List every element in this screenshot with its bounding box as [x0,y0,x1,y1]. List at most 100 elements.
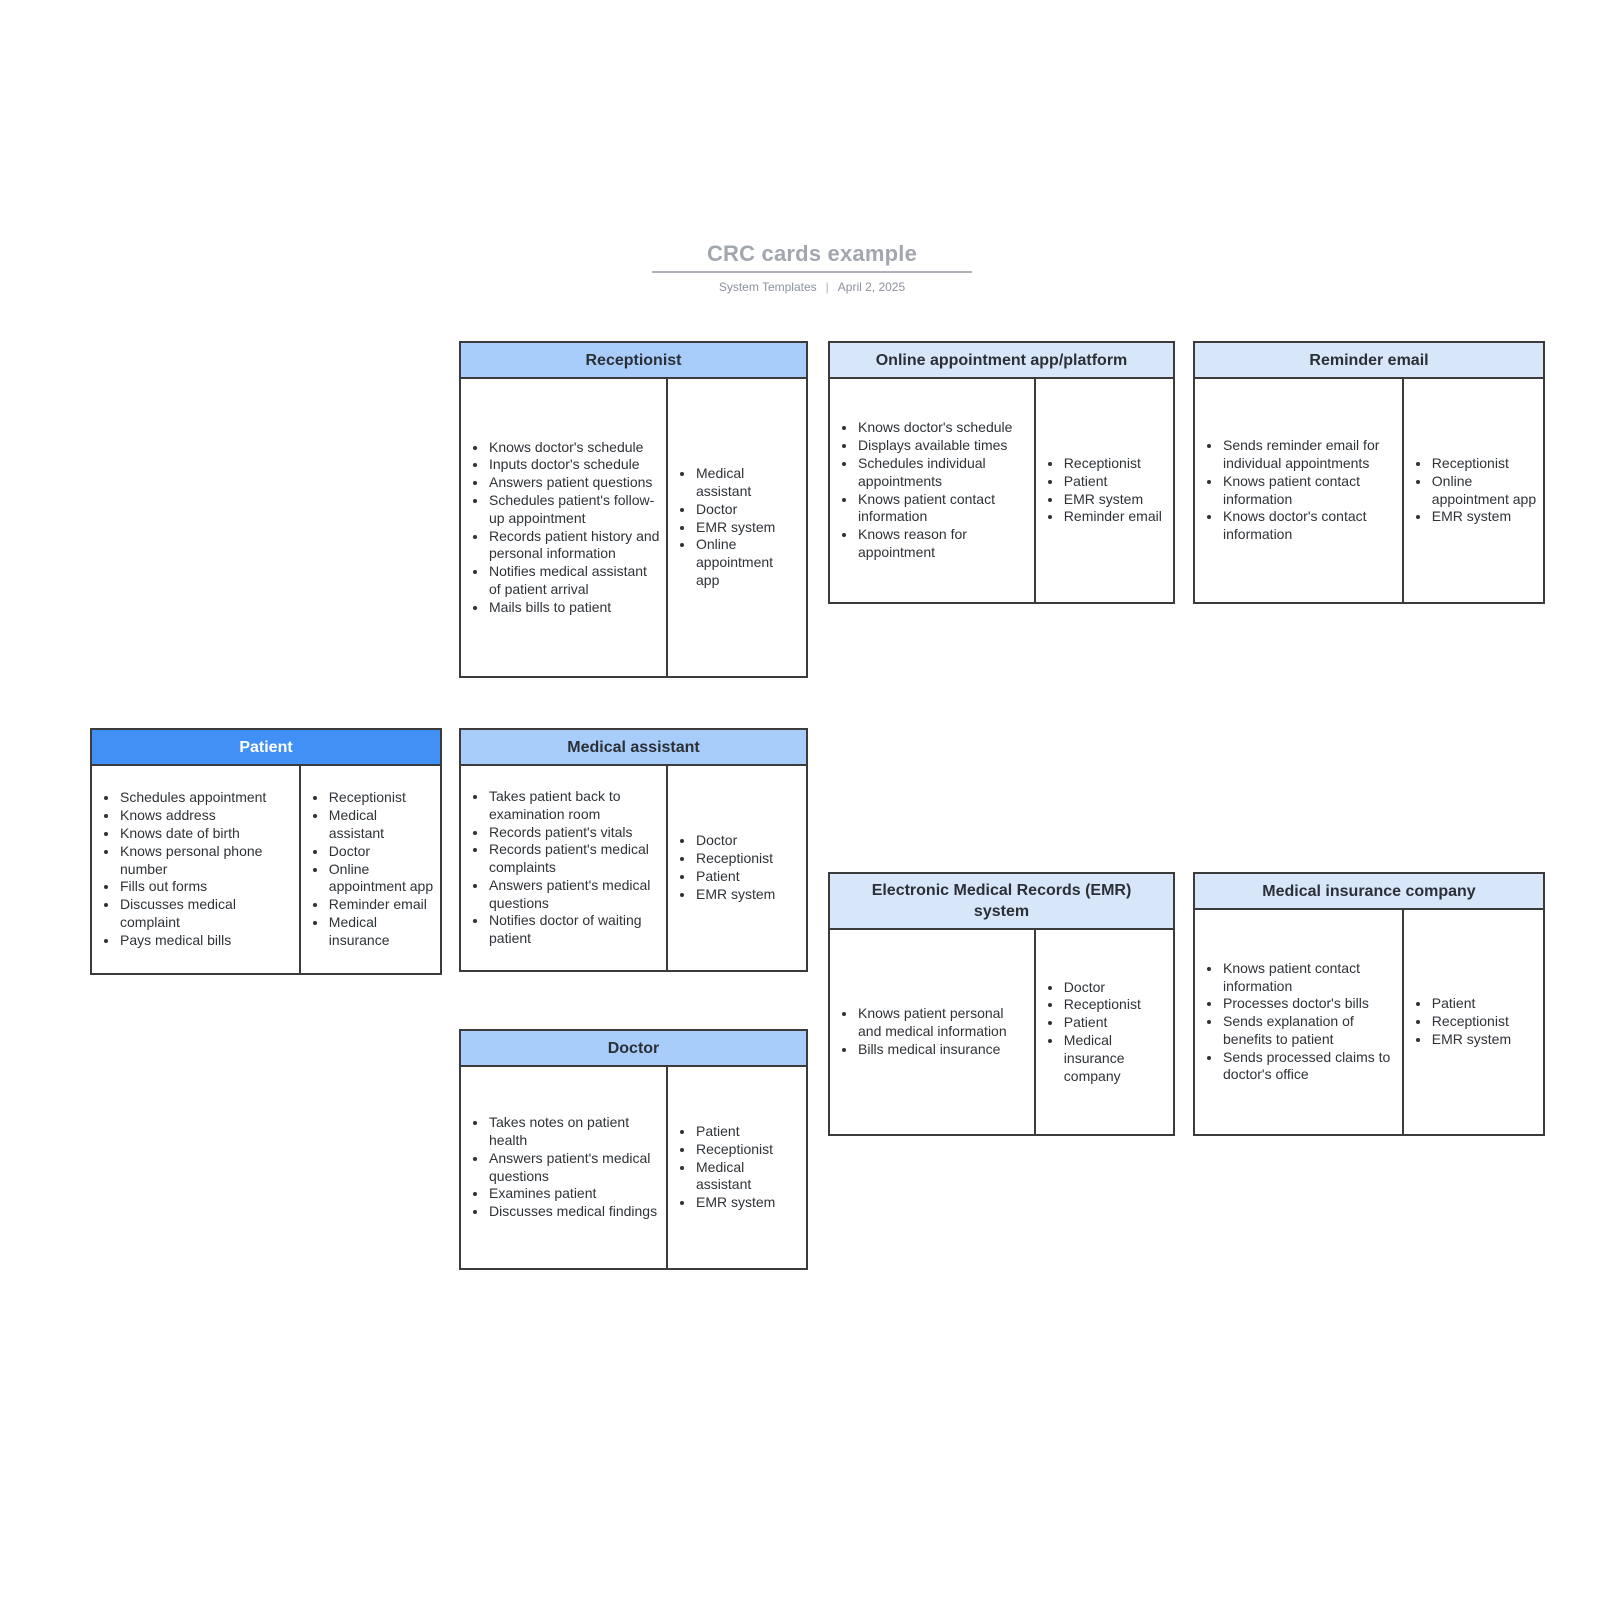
responsibility-item: Schedules individual appointments [857,455,1028,491]
responsibility-item: Knows reason for appointment [857,526,1028,562]
responsibility-item: Knows patient contact information [1222,473,1396,509]
responsibility-item: Displays available times [857,437,1028,455]
responsibilities-column: Knows patient contact informationProcess… [1195,910,1404,1134]
document-date: April 2, 2025 [837,280,906,294]
responsibility-item: Knows date of birth [119,825,293,843]
responsibility-item: Pays medical bills [119,932,293,950]
responsibility-item: Knows doctor's schedule [488,439,660,457]
collaborator-item: Patient [695,1123,800,1141]
responsibility-item: Answers patient's medical questions [488,1150,660,1186]
collaborators-list: ReceptionistOnline appointment appEMR sy… [1404,451,1543,530]
crc-card-medical_insurance[interactable]: Medical insurance company Knows patient … [1193,872,1545,1136]
responsibility-item: Takes notes on patient health [488,1114,660,1150]
collaborators-list: Medical assistantDoctorEMR systemOnline … [668,461,806,594]
collaborators-list: DoctorReceptionistPatientEMR system [668,828,781,907]
collaborator-item: Patient [1063,1014,1167,1032]
responsibilities-column: Sends reminder email for individual appo… [1195,379,1404,602]
responsibility-item: Discusses medical findings [488,1203,660,1221]
responsibility-item: Schedules appointment [119,789,293,807]
collaborator-item: EMR system [695,519,800,537]
collaborator-item: EMR system [1063,491,1162,509]
responsibility-item: Inputs doctor's schedule [488,456,660,474]
responsibility-item: Examines patient [488,1185,660,1203]
crc-card-emr_system[interactable]: Electronic Medical Records (EMR) system … [828,872,1175,1136]
collaborator-item: Patient [695,868,775,886]
crc-card-medical_assistant[interactable]: Medical assistant Takes patient back to … [459,728,808,972]
card-body: Takes patient back to examination roomRe… [461,766,806,970]
crc-card-patient[interactable]: Patient Schedules appointmentKnows addre… [90,728,442,975]
responsibilities-list: Schedules appointmentKnows addressKnows … [92,785,299,953]
collaborators-column: ReceptionistPatientEMR systemReminder em… [1036,379,1173,602]
responsibility-item: Knows patient contact information [1222,960,1396,996]
responsibility-item: Takes patient back to examination room [488,788,660,824]
collaborator-item: Medical insurance company [1063,1032,1167,1085]
responsibility-item: Knows patient personal and medical infor… [857,1005,1028,1041]
collaborators-column: DoctorReceptionistPatientMedical insuran… [1036,930,1173,1134]
responsibilities-list: Takes patient back to examination roomRe… [461,784,666,952]
collaborator-item: Patient [1431,995,1511,1013]
responsibility-item: Knows patient contact information [857,491,1028,527]
card-title-text: Online appointment app/platform [875,351,1128,369]
responsibility-item: Knows doctor's schedule [857,419,1028,437]
subtitle-separator: | [825,280,829,294]
responsibilities-column: Takes patient back to examination roomRe… [461,766,668,970]
card-title: Medical assistant [461,730,806,766]
crc-card-reminder_email[interactable]: Reminder email Sends reminder email for … [1193,341,1545,604]
card-title-text: Electronic Medical Records (EMR) system [871,882,1132,920]
responsibilities-column: Knows doctor's scheduleDisplays availabl… [830,379,1036,602]
collaborators-column: PatientReceptionistMedical assistantEMR … [668,1067,806,1268]
responsibility-item: Fills out forms [119,878,293,896]
title-underline [652,271,972,273]
card-title-text: Medical insurance company [1262,882,1476,900]
responsibility-item: Knows address [119,807,293,825]
responsibilities-column: Knows doctor's scheduleInputs doctor's s… [461,379,668,676]
responsibility-item: Sends explanation of benefits to patient [1222,1013,1396,1049]
card-body: Takes notes on patient healthAnswers pat… [461,1067,806,1268]
responsibilities-column: Knows patient personal and medical infor… [830,930,1036,1134]
collaborator-item: Online appointment app [1431,473,1537,509]
card-body: Knows patient personal and medical infor… [830,930,1173,1134]
responsibility-item: Sends reminder email for individual appo… [1222,437,1396,473]
document-source: System Templates [718,280,817,294]
responsibility-item: Answers patient questions [488,474,660,492]
collaborator-item: Doctor [695,501,800,519]
crc-card-receptionist[interactable]: Receptionist Knows doctor's scheduleInpu… [459,341,808,678]
document-header: CRC cards example System Templates | April… [652,241,972,294]
responsibilities-list: Knows patient personal and medical infor… [830,1001,1034,1062]
responsibilities-list: Knows doctor's scheduleDisplays availabl… [830,415,1034,565]
collaborator-item: EMR system [695,886,775,904]
collaborator-item: Patient [1063,473,1162,491]
collaborators-list: PatientReceptionistEMR system [1404,991,1517,1052]
collaborators-column: ReceptionistMedical assistantDoctorOnlin… [301,766,440,973]
card-title-text: Reminder email [1309,351,1429,369]
crc-card-doctor[interactable]: Doctor Takes notes on patient healthAnsw… [459,1029,808,1270]
document-subtitle: System Templates | April 2, 2025 [652,280,972,294]
crc-card-online_appointment[interactable]: Online appointment app/platform Knows do… [828,341,1175,604]
responsibilities-list: Takes notes on patient healthAnswers pat… [461,1110,666,1225]
collaborator-item: Receptionist [1063,455,1162,473]
collaborator-item: Receptionist [1431,1013,1511,1031]
card-body: Sends reminder email for individual appo… [1195,379,1543,602]
collaborator-item: Medical assistant [695,465,800,501]
card-title: Online appointment app/platform [830,343,1173,379]
collaborators-list: ReceptionistMedical assistantDoctorOnlin… [301,785,440,953]
responsibility-item: Sends processed claims to doctor's offic… [1222,1049,1396,1085]
collaborator-item: EMR system [1431,1031,1511,1049]
card-title: Medical insurance company [1195,874,1543,910]
responsibility-item: Knows doctor's contact information [1222,508,1396,544]
collaborators-column: DoctorReceptionistPatientEMR system [668,766,806,970]
responsibility-item: Records patient's medical complaints [488,841,660,877]
responsibility-item: Answers patient's medical questions [488,877,660,913]
responsibilities-list: Sends reminder email for individual appo… [1195,433,1402,548]
collaborators-column: ReceptionistOnline appointment appEMR sy… [1404,379,1543,602]
collaborators-column: PatientReceptionistEMR system [1404,910,1543,1134]
responsibilities-column: Takes notes on patient healthAnswers pat… [461,1067,668,1268]
page-title: CRC cards example [706,241,918,266]
collaborators-list: DoctorReceptionistPatientMedical insuran… [1036,975,1173,1090]
collaborator-item: Online appointment app [328,861,434,897]
collaborator-item: Reminder email [328,896,434,914]
collaborator-item: Reminder email [1063,508,1162,526]
responsibility-item: Notifies medical assistant of patient ar… [488,563,660,599]
collaborator-item: Doctor [328,843,434,861]
